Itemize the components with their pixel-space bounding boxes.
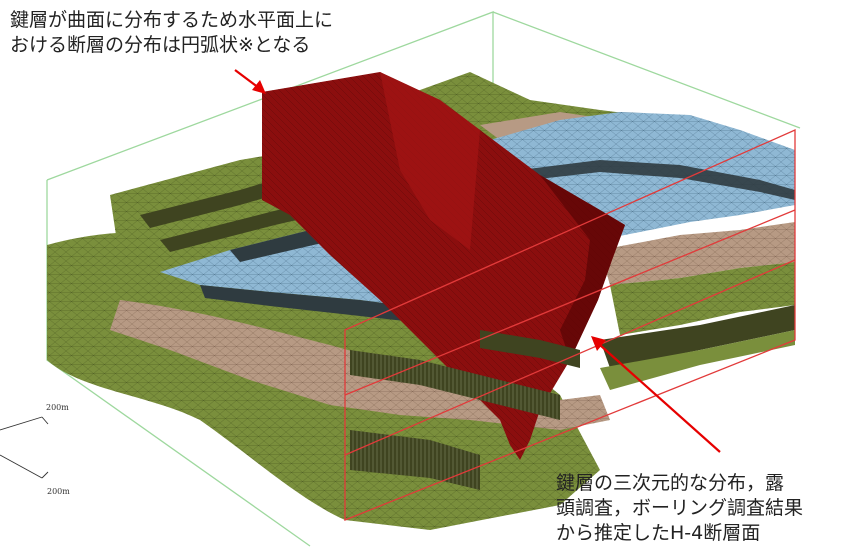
callout-fault-distribution: 鍵層が曲面に分布するため水平面上に おける断層の分布は円弧状※となる [10,8,333,58]
scale-axes [0,416,49,479]
front-cliffs [350,330,580,490]
scale-label-2: 200m [47,487,70,496]
callout-bottom-line-3: から推定したH-4断層面 [556,522,761,544]
callout-bottom-line-1: 鍵層の三次元的な分布，露 [556,472,785,494]
scale-label-1: 200m [46,403,69,412]
fault-surface [262,72,625,460]
callout-fault-plane: 鍵層の三次元的な分布，露 頭調査，ボーリング調査結果 から推定したH-4断層面 [556,471,803,546]
section-box-front [344,128,796,521]
callout-top-line-2: おける断層の分布は円弧状※となる [10,34,311,56]
callout-bottom-line-2: 頭調査，ボーリング調査結果 [556,497,804,519]
callout-arrows [234,69,721,453]
callout-top-line-1: 鍵層が曲面に分布するため水平面上に [10,9,334,31]
